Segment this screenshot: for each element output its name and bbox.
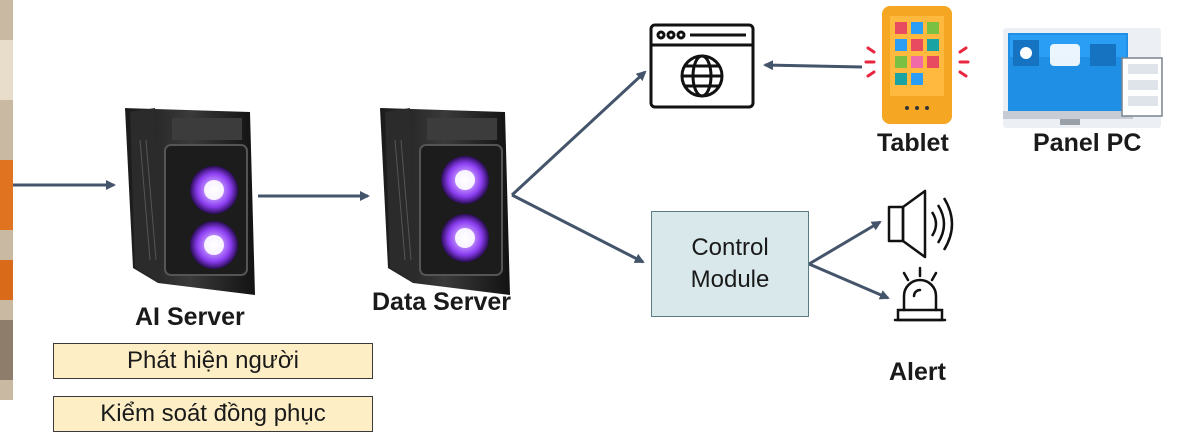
camera-source-photo (0, 0, 13, 400)
data-server-icon (380, 108, 510, 295)
speaker-icon (887, 189, 954, 259)
control-module-label-line-1: Control (691, 234, 769, 261)
connector-arrows (13, 60, 890, 300)
arrow-tablet-to-web (763, 60, 863, 71)
ai-server-label: AI Server (135, 303, 245, 331)
alert-label: Alert (889, 358, 946, 386)
feature-person-detection: Phát hiện người (53, 343, 373, 379)
ai-server-icon (125, 108, 255, 295)
arrow-control-to-speaker (808, 220, 882, 266)
control-module-box: Control Module (651, 211, 809, 317)
tablet-label: Tablet (877, 129, 949, 157)
alarm-light-icon (893, 266, 947, 322)
tablet-icon (864, 6, 970, 124)
panel-pc-label: Panel PC (1033, 129, 1142, 157)
control-module-label-line-2: Module (690, 266, 770, 293)
feature-uniform-control: Kiểm soát đồng phục (53, 396, 373, 432)
panel-pc-icon (1003, 28, 1163, 128)
data-server-label: Data Server (372, 288, 511, 316)
arrow-data-server-to-web (510, 70, 647, 197)
arrow-control-to-alert (808, 262, 890, 300)
web-browser-icon (649, 23, 755, 109)
arrow-data-server-to-control-module (511, 193, 645, 264)
